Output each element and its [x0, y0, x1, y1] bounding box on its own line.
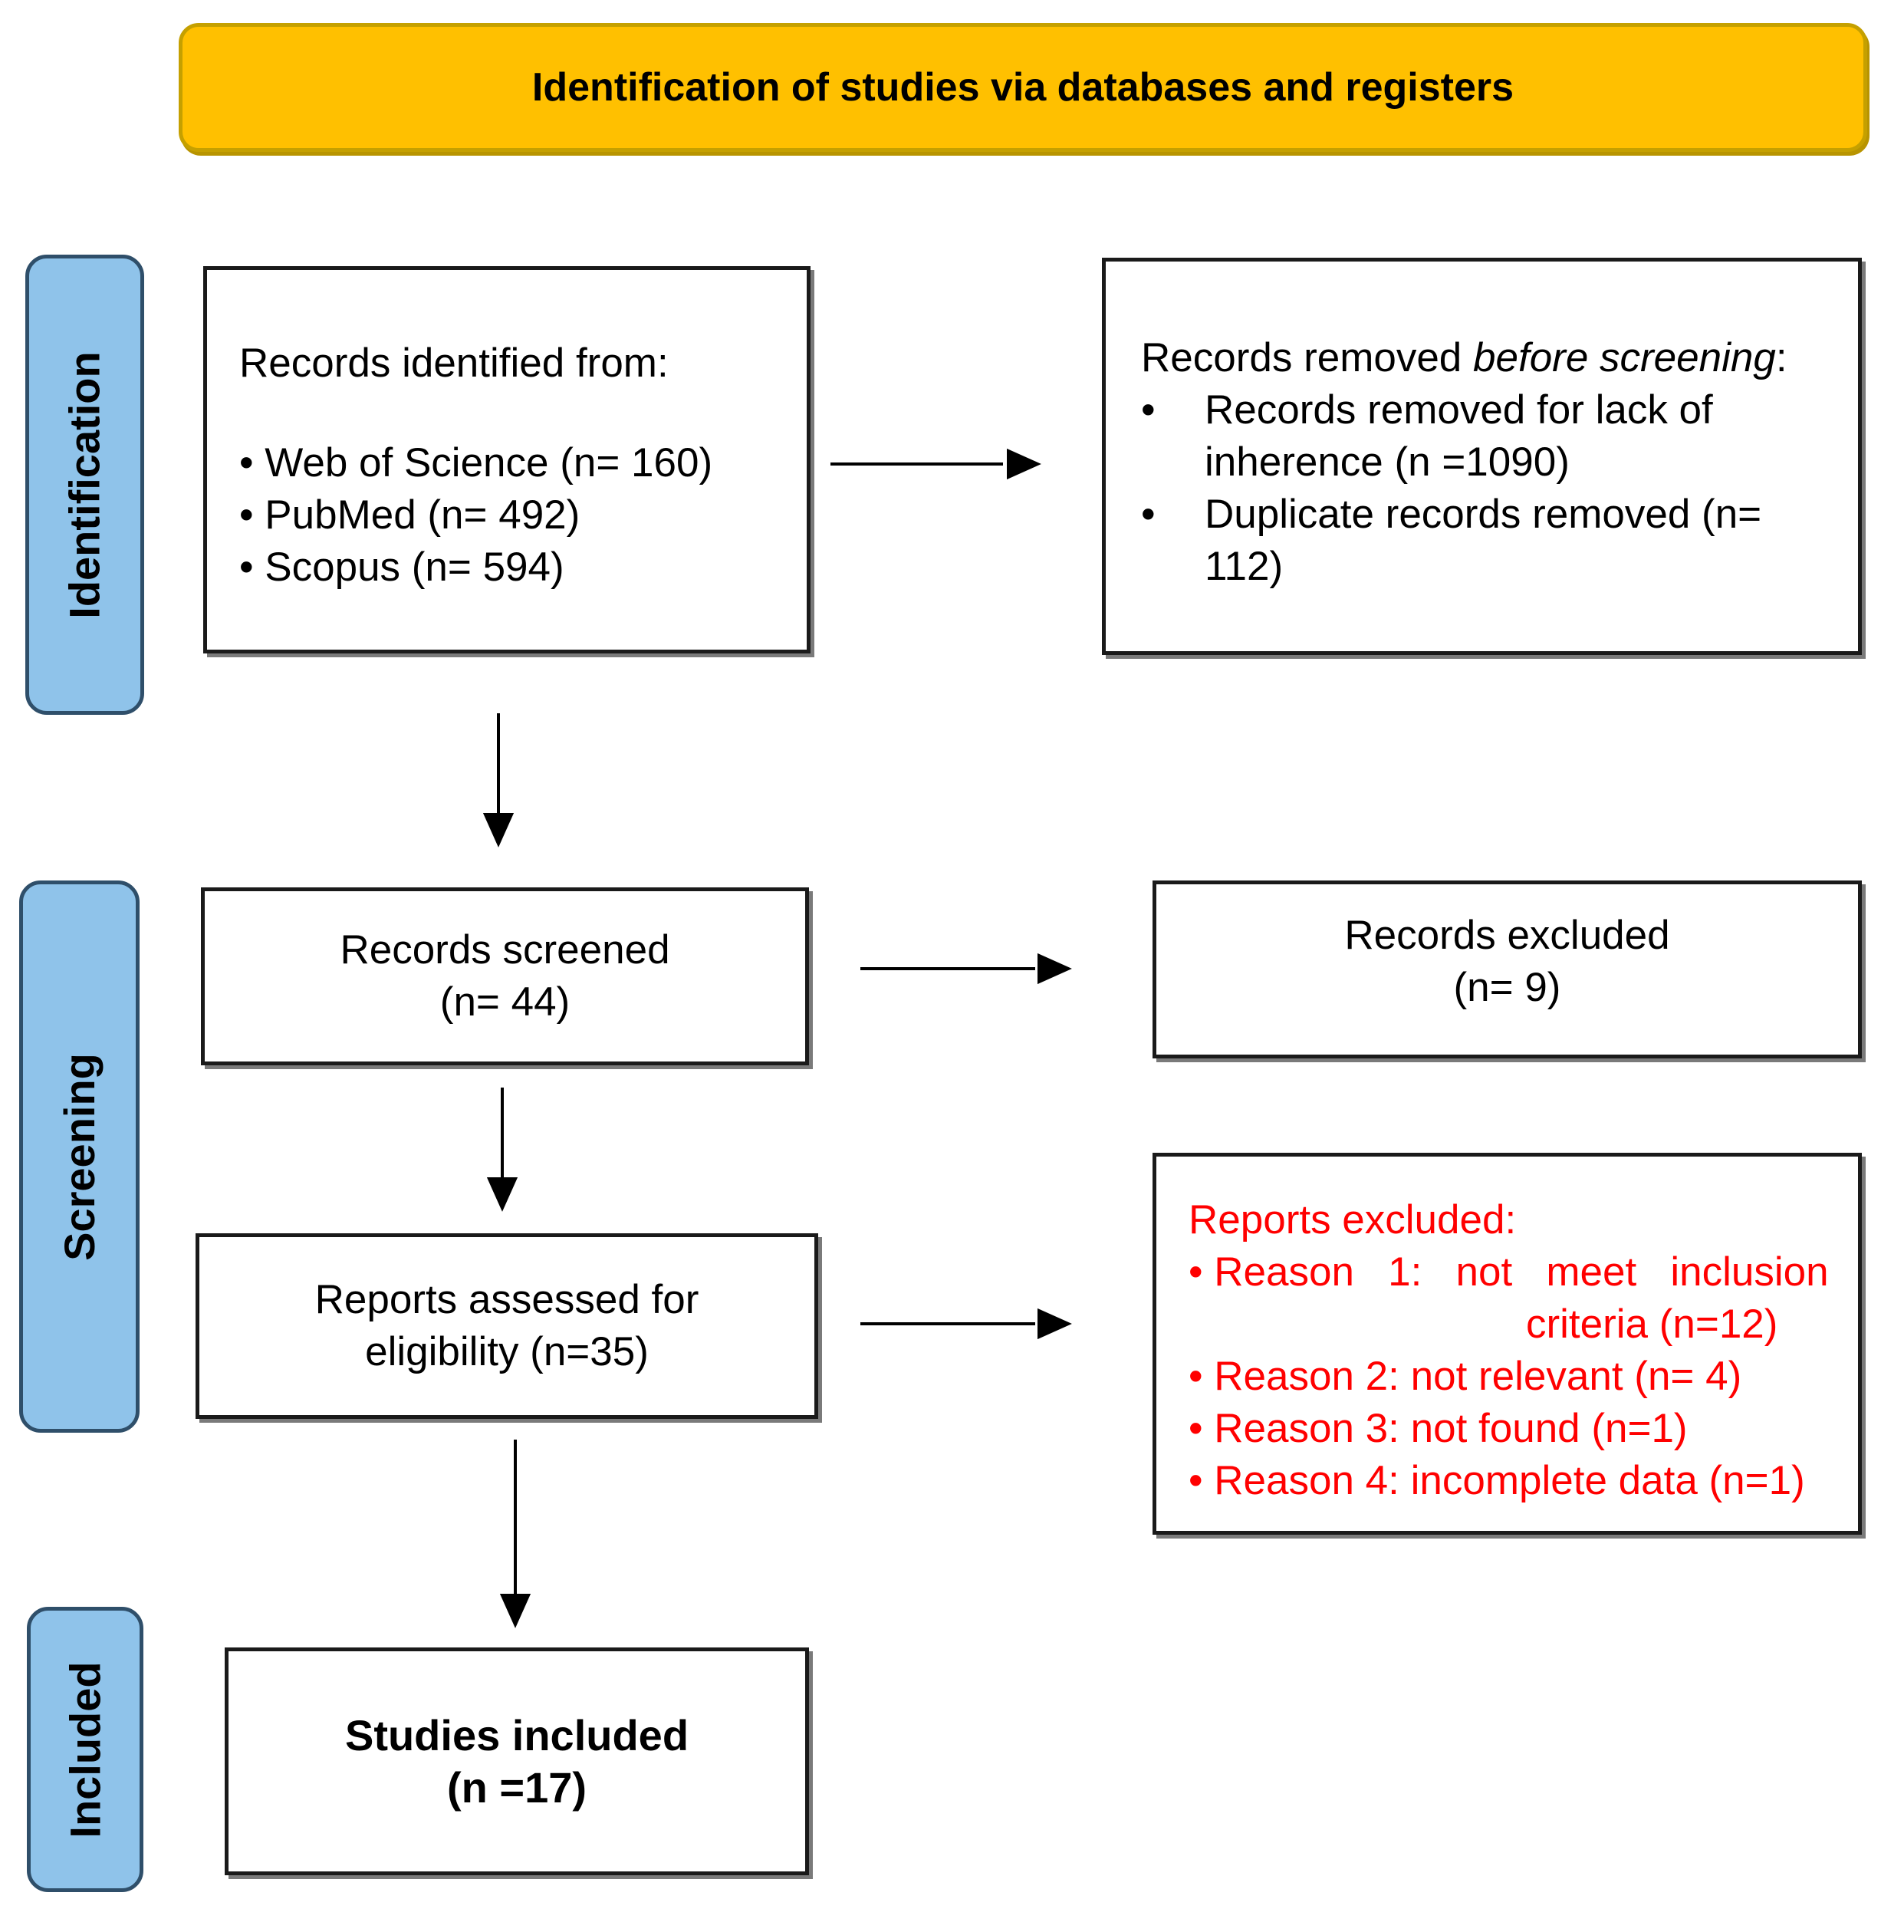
- reports-excluded-box: Reports excluded: • Reason 1: not meet i…: [1153, 1153, 1862, 1535]
- records-excluded-label: Records excluded: [1344, 913, 1670, 958]
- studies-included-count: (n =17): [446, 1762, 587, 1812]
- phase-included: Included: [27, 1607, 143, 1892]
- reason-1: • Reason 1: not meet inclusion: [1189, 1249, 1829, 1295]
- records-identified-title: Records identified from:: [239, 341, 669, 386]
- arrowhead-assessed-to-excluded: [1037, 1308, 1072, 1340]
- source-web-of-science: • Web of Science (n= 160): [239, 440, 713, 485]
- records-excluded-count: (n= 9): [1453, 965, 1561, 1010]
- reports-excluded-title: Reports excluded:: [1189, 1197, 1517, 1242]
- records-identified-box: Records identified from: • Web of Scienc…: [203, 266, 811, 653]
- records-excluded-box: Records excluded (n= 9): [1153, 880, 1862, 1058]
- records-removed-title: Records removed before screening:: [1141, 335, 1787, 380]
- reports-assessed-line1: Reports assessed for: [314, 1277, 699, 1322]
- source-pubmed: • PubMed (n= 492): [239, 492, 580, 538]
- arrowhead-identified-to-removed: [1007, 448, 1041, 480]
- records-screened-box: Records screened (n= 44): [201, 887, 809, 1065]
- arrowhead-assessed-to-included: [499, 1594, 531, 1628]
- reason-2: • Reason 2: not relevant (n= 4): [1189, 1354, 1742, 1399]
- phase-screening: Screening: [19, 880, 140, 1433]
- header-title: Identification of studies via databases …: [531, 65, 1514, 110]
- reason-4: • Reason 4: incomplete data (n=1): [1189, 1458, 1805, 1503]
- reports-assessed-line2: eligibility (n=35): [365, 1329, 649, 1374]
- studies-included-box: Studies included (n =17): [225, 1647, 809, 1875]
- records-screened-label: Records screened: [340, 927, 670, 973]
- reason-3: • Reason 3: not found (n=1): [1189, 1406, 1688, 1451]
- removed-item-duplicates-cont: 112): [1205, 544, 1284, 589]
- records-screened-count: (n= 44): [439, 979, 571, 1025]
- reason-1-cont: criteria (n=12): [1526, 1302, 1778, 1347]
- removed-item-inherence: • Records removed for lack of: [1141, 387, 1713, 433]
- removed-item-inherence-cont: inherence (n =1090): [1205, 439, 1570, 485]
- phase-identification: Identification: [25, 255, 144, 715]
- removed-item-duplicates: • Duplicate records removed (n=: [1141, 492, 1762, 537]
- arrowhead-screened-to-excluded: [1037, 953, 1072, 985]
- reports-assessed-box: Reports assessed for eligibility (n=35): [196, 1233, 818, 1419]
- arrowhead-identified-to-screened: [482, 813, 515, 848]
- header-banner: Identification of studies via databases …: [179, 23, 1867, 152]
- arrowhead-screened-to-assessed: [486, 1177, 518, 1212]
- source-scopus: • Scopus (n= 594): [239, 545, 564, 590]
- records-removed-box: Records removed before screening: • Reco…: [1102, 258, 1862, 655]
- studies-included-label: Studies included: [344, 1710, 689, 1759]
